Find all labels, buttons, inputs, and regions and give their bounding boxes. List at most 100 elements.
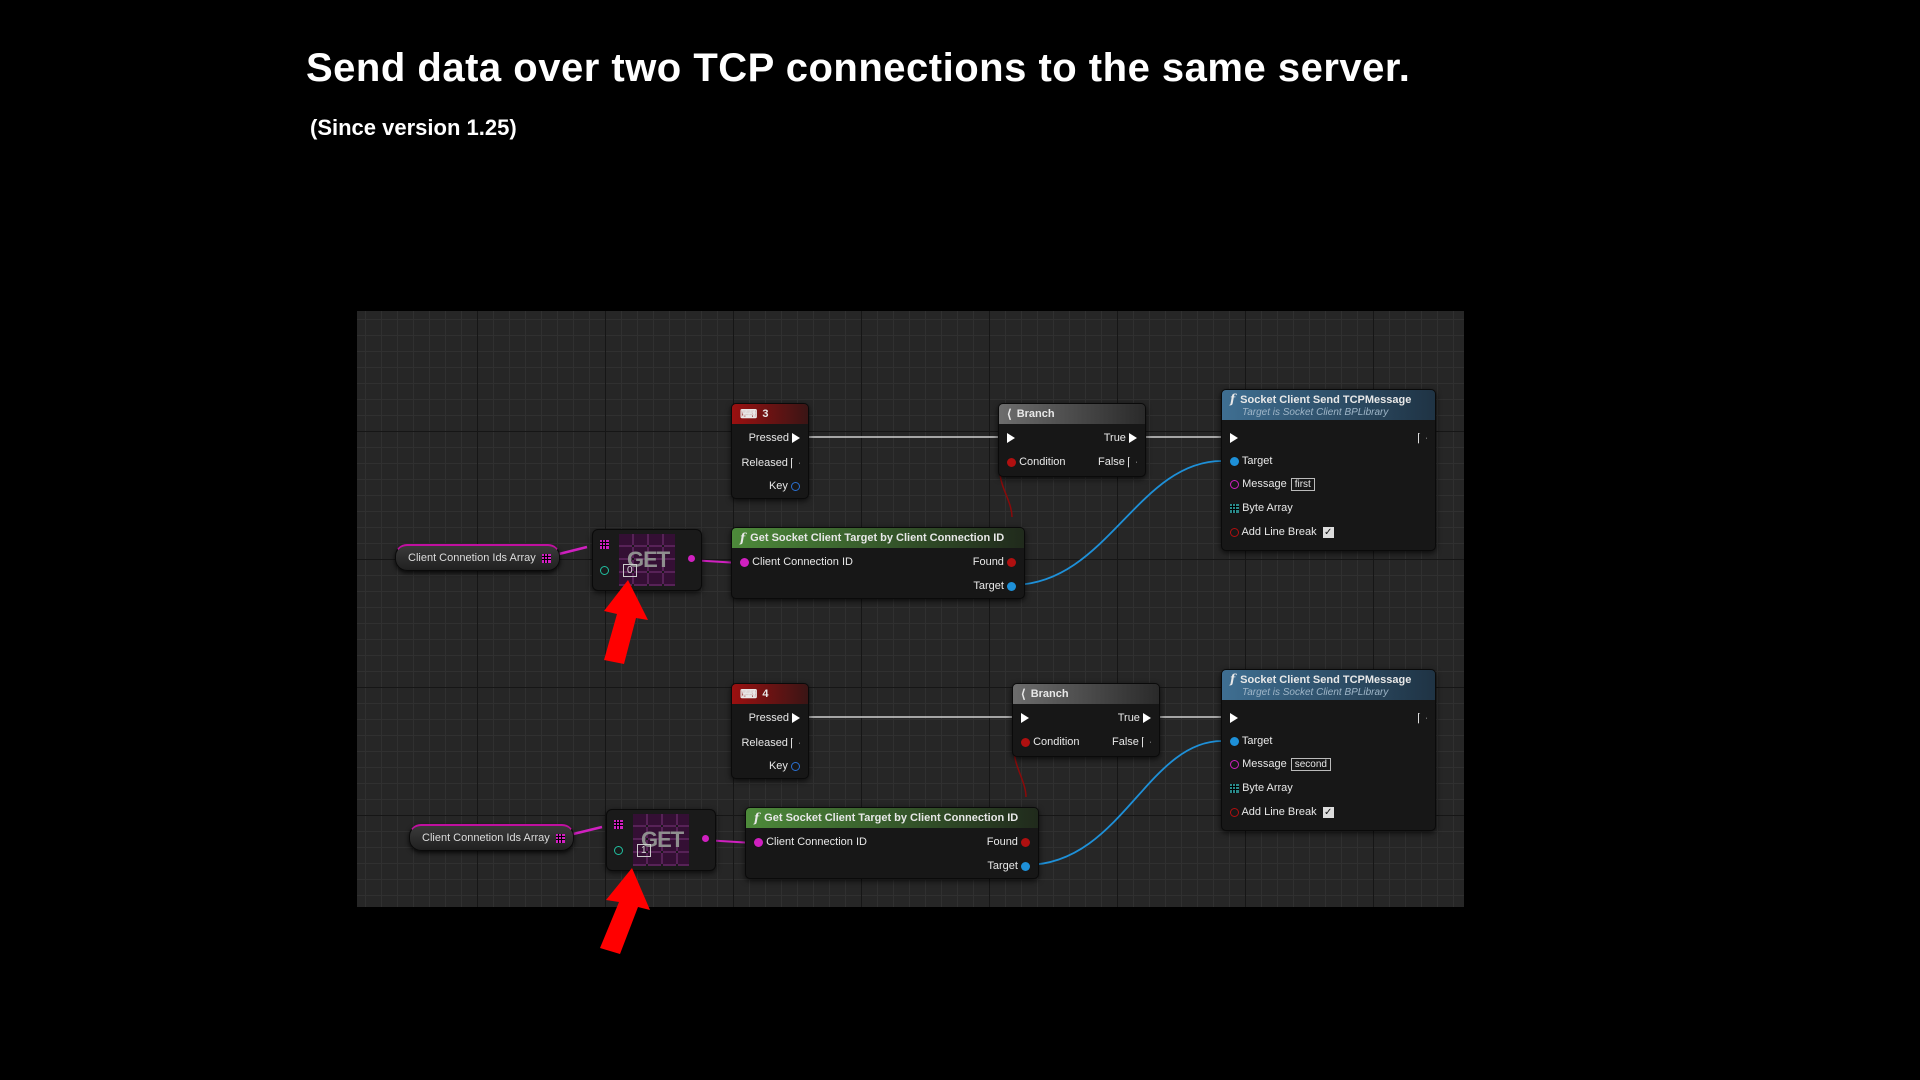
pressed-pin[interactable]: Pressed: [749, 431, 800, 445]
target-out-pin[interactable]: Target: [973, 579, 1016, 593]
client-connection-ids-variable[interactable]: Client Connetion Ids Array: [395, 544, 560, 571]
object-wire: [1011, 460, 1223, 586]
exec-out-empty-icon: [1142, 736, 1151, 748]
found-pin[interactable]: Found: [987, 835, 1030, 849]
object-pin-icon: [1230, 736, 1239, 746]
line-break-checkbox[interactable]: ✓: [1322, 526, 1334, 538]
client-connection-id-pin[interactable]: Client Connection ID: [740, 555, 853, 569]
object-pin-icon: [1007, 581, 1016, 591]
array-index-input[interactable]: 0: [623, 564, 637, 577]
bool-pin-icon: [1021, 837, 1030, 847]
branch-true-pin[interactable]: True: [1118, 711, 1151, 725]
object-wire: [1025, 740, 1223, 866]
page-title: Send data over two TCP connections to th…: [306, 46, 1411, 90]
array-pin-icon: [555, 833, 565, 843]
exec-in-icon: [1230, 433, 1238, 444]
red-arrow-icon: [604, 580, 648, 664]
exec-out-empty-icon: [1128, 456, 1137, 468]
exec-out-empty-icon: [791, 457, 800, 469]
bool-pin-icon: [1007, 557, 1016, 567]
branch-node[interactable]: ⟨Branch True Condition False: [1012, 683, 1160, 757]
send-exec-out[interactable]: [1418, 431, 1427, 445]
function-icon: f: [1230, 392, 1236, 406]
send-exec-out[interactable]: [1418, 711, 1427, 725]
item-out-pin-icon: [688, 555, 695, 562]
branch-condition-pin[interactable]: Condition: [1021, 735, 1080, 749]
client-connection-id-pin[interactable]: Client Connection ID: [754, 835, 867, 849]
bool-pin-icon: [1021, 737, 1030, 747]
key-event-header: ⌨4: [732, 684, 808, 704]
exec-out-icon: [1143, 713, 1151, 724]
array-pin-icon: [600, 540, 609, 549]
send-line-break-pin[interactable]: Add Line Break✓: [1230, 525, 1334, 539]
branch-condition-pin[interactable]: Condition: [1007, 455, 1066, 469]
integer-pin-icon: [600, 566, 609, 575]
send-exec-in[interactable]: [1230, 431, 1238, 445]
exec-in-icon: [1021, 713, 1029, 724]
function-icon: f: [740, 531, 746, 545]
array-pin-icon: [614, 820, 623, 829]
message-input[interactable]: first: [1290, 478, 1315, 491]
item-out-pin-icon: [702, 835, 709, 842]
function-icon: f: [1230, 672, 1236, 686]
exec-out-empty-icon: [791, 737, 800, 749]
key-pin[interactable]: Key: [769, 759, 800, 773]
send-byte-array-pin[interactable]: Byte Array: [1230, 501, 1293, 515]
key-event-node[interactable]: ⌨3 Pressed Released Key: [731, 403, 809, 499]
key-pin[interactable]: Key: [769, 479, 800, 493]
blueprint-graph-canvas[interactable]: ⌨3 Pressed Released Key ⟨Branch True Con…: [357, 311, 1464, 907]
client-connection-ids-variable[interactable]: Client Connetion Ids Array: [409, 824, 574, 851]
bool-pin-icon: [1230, 807, 1239, 817]
branch-node[interactable]: ⟨Branch True Condition False: [998, 403, 1146, 477]
pressed-pin[interactable]: Pressed: [749, 711, 800, 725]
get-label: GET: [641, 827, 684, 852]
found-pin[interactable]: Found: [973, 555, 1016, 569]
array-get-node[interactable]: GET 1: [606, 809, 716, 871]
array-get-node[interactable]: GET 0: [592, 529, 702, 591]
key-event-node[interactable]: ⌨4 Pressed Released Key: [731, 683, 809, 779]
key-event-header: ⌨3: [732, 404, 808, 424]
exec-out-empty-icon: [1418, 432, 1427, 444]
send-target-pin[interactable]: Target: [1230, 734, 1272, 748]
released-pin[interactable]: Released: [741, 456, 800, 470]
line-break-checkbox[interactable]: ✓: [1322, 806, 1334, 818]
send-target-pin[interactable]: Target: [1230, 454, 1272, 468]
keyboard-icon: ⌨: [740, 407, 758, 421]
branch-exec-in[interactable]: [1021, 711, 1029, 725]
bool-pin-icon: [1007, 457, 1016, 467]
exec-out-icon: [792, 713, 800, 724]
branch-false-pin[interactable]: False: [1098, 455, 1137, 469]
exec-out-empty-icon: [1418, 712, 1427, 724]
branch-true-pin[interactable]: True: [1104, 431, 1137, 445]
key-label: 3: [762, 408, 769, 420]
released-pin[interactable]: Released: [741, 736, 800, 750]
target-out-pin[interactable]: Target: [987, 859, 1030, 873]
message-input[interactable]: second: [1290, 758, 1331, 771]
string-pin-icon: [754, 837, 763, 847]
object-pin-icon: [1230, 456, 1239, 466]
branch-exec-in[interactable]: [1007, 431, 1015, 445]
array-pin-icon: [1230, 783, 1239, 793]
exec-in-icon: [1007, 433, 1015, 444]
send-line-break-pin[interactable]: Add Line Break✓: [1230, 805, 1334, 819]
send-exec-in[interactable]: [1230, 711, 1238, 725]
string-pin-icon: [740, 557, 749, 567]
struct-pin-icon: [791, 761, 800, 771]
page-subtitle: (Since version 1.25): [310, 115, 517, 140]
string-pin-icon: [1230, 479, 1239, 489]
array-pin-icon: [1230, 503, 1239, 513]
send-byte-array-pin[interactable]: Byte Array: [1230, 781, 1293, 795]
bool-pin-icon: [1230, 527, 1239, 537]
array-index-input[interactable]: 1: [637, 844, 651, 857]
get-label: GET: [627, 547, 670, 572]
branch-false-pin[interactable]: False: [1112, 735, 1151, 749]
